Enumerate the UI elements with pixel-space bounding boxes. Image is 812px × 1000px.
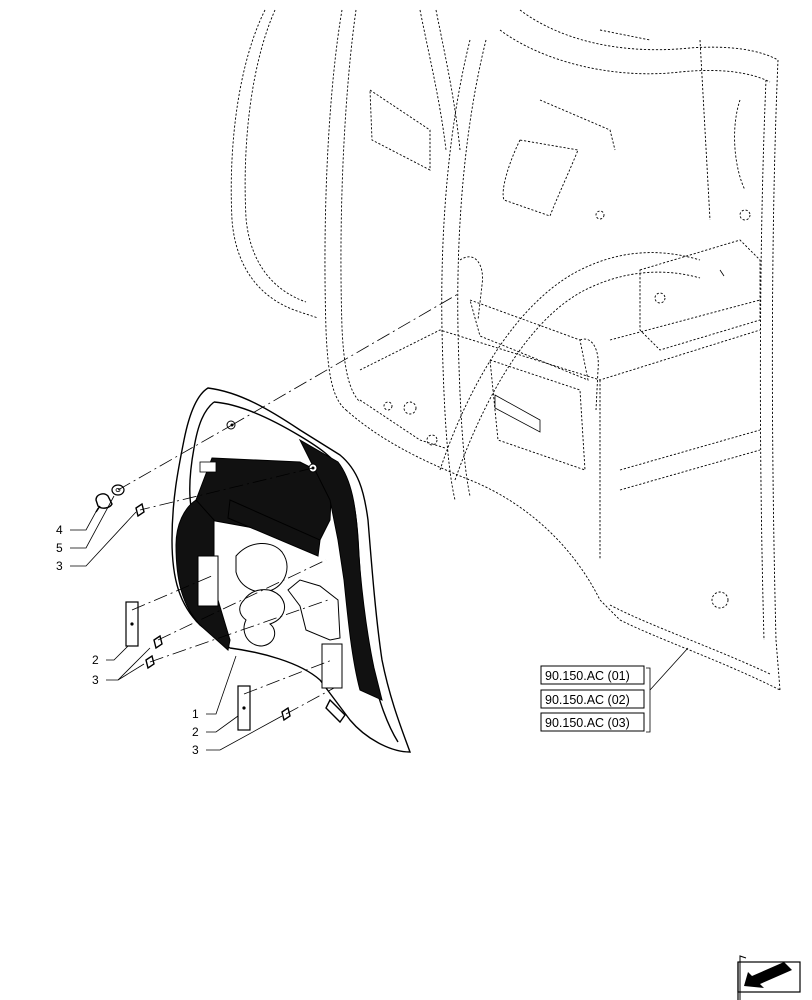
clip-nut-pair-part bbox=[145, 634, 163, 670]
callout-item-3a: 3 bbox=[56, 559, 63, 573]
callout-item-2b: 2 bbox=[192, 725, 199, 739]
reference-box-03[interactable]: 90.150.AC (03) bbox=[540, 712, 645, 732]
velcro-strip-lower-part bbox=[237, 685, 251, 731]
velcro-strip-part bbox=[125, 601, 139, 647]
clip-nut-part bbox=[135, 502, 145, 518]
clip-nut-lower-part bbox=[281, 706, 291, 722]
callout-item-5: 5 bbox=[56, 541, 63, 555]
reference-label-01: 90.150.AC (01) bbox=[545, 669, 630, 683]
reference-label-02: 90.150.AC (02) bbox=[545, 693, 630, 707]
reference-box-01[interactable]: 90.150.AC (01) bbox=[540, 665, 645, 685]
bolt-part bbox=[95, 493, 113, 513]
reference-group: 90.150.AC (01) 90.150.AC (02) 90.150.AC … bbox=[540, 647, 689, 733]
callout-labels: 4 5 3 2 3 1 2 3 bbox=[56, 523, 199, 757]
cab-frame-outline bbox=[230, 9, 781, 691]
callout-item-3b: 3 bbox=[92, 673, 99, 687]
reference-label-03: 90.150.AC (03) bbox=[545, 716, 630, 730]
callout-item-1: 1 bbox=[192, 707, 199, 721]
seat-back-panel bbox=[171, 387, 411, 753]
assembly-lines bbox=[117, 293, 459, 715]
callout-leaders bbox=[70, 495, 283, 751]
next-page-arrow-icon[interactable] bbox=[737, 955, 801, 1000]
callout-item-3c: 3 bbox=[192, 743, 199, 757]
reference-box-02[interactable]: 90.150.AC (02) bbox=[540, 689, 645, 709]
callout-item-4: 4 bbox=[56, 523, 63, 537]
callout-item-2a: 2 bbox=[92, 653, 99, 667]
